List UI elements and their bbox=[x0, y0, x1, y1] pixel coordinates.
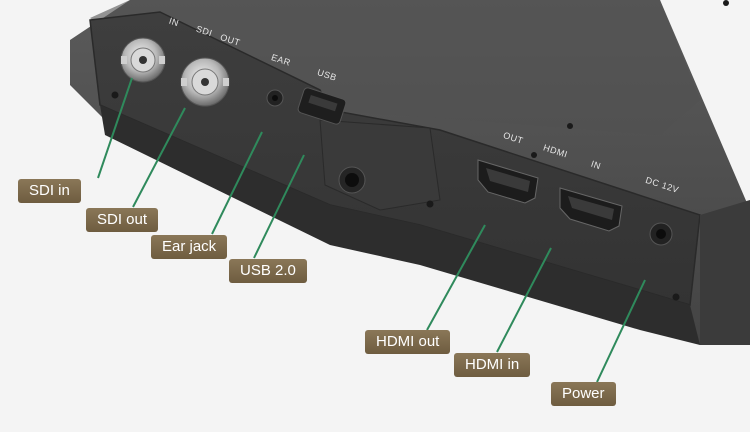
leader-line-usb bbox=[253, 154, 305, 259]
device-body bbox=[70, 0, 750, 345]
callout-hdmi-out: HDMI out bbox=[365, 330, 451, 354]
callout-power: Power bbox=[551, 382, 616, 406]
callout-usb-2-0: USB 2.0 bbox=[229, 259, 307, 283]
hdmi-out-port bbox=[477, 159, 539, 204]
leader-line-sdi-in bbox=[97, 77, 133, 179]
leader-line-hdmi-in bbox=[496, 247, 552, 353]
center-round-jack bbox=[338, 166, 366, 194]
callout-sdi-in: SDI in bbox=[18, 179, 81, 203]
sdi-out-bnc-connector bbox=[180, 57, 230, 107]
usb-port bbox=[297, 87, 347, 125]
leader-line-power bbox=[596, 279, 646, 383]
callout-ear-jack: Ear jack bbox=[151, 235, 228, 259]
ear-jack-port bbox=[266, 89, 284, 107]
leader-line-hdmi-out bbox=[426, 224, 486, 331]
hdmi-in-port bbox=[559, 187, 623, 232]
callout-sdi-out: SDI out bbox=[86, 208, 159, 232]
sdi-in-bnc-connector bbox=[120, 37, 166, 83]
leader-line-ear-jack bbox=[211, 131, 263, 235]
dc-power-jack bbox=[649, 222, 673, 246]
leader-lines bbox=[97, 77, 646, 383]
leader-line-sdi-out bbox=[132, 107, 186, 208]
callout-hdmi-in: HDMI in bbox=[454, 353, 531, 377]
